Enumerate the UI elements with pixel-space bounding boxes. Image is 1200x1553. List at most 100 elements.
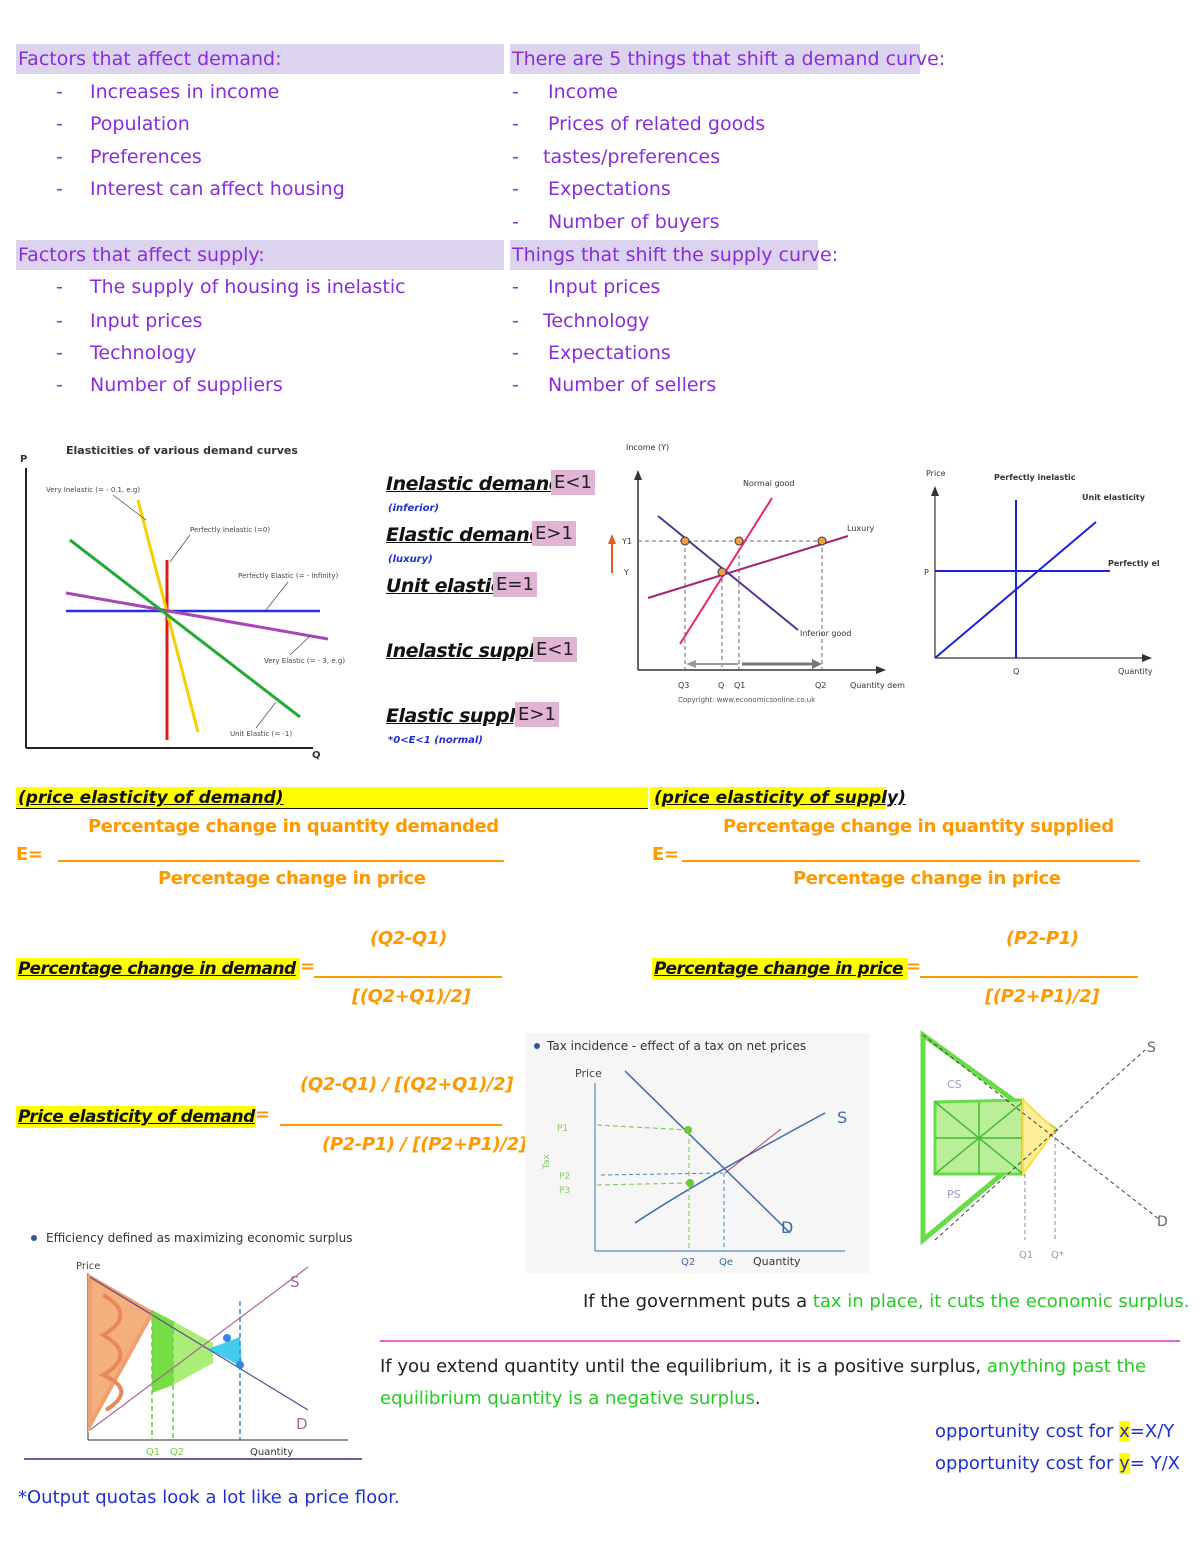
surplus-note-line1: If you extend quantity until the equilib… bbox=[380, 1356, 1147, 1377]
inelastic-demand-value: E<1 bbox=[551, 470, 595, 495]
list-item: Input prices bbox=[90, 310, 203, 332]
perfectly-elastic-label: Perfectly Elastic (= - infinity) bbox=[238, 572, 339, 580]
elastic-demand-term: Elastic demand: bbox=[386, 524, 550, 546]
svg-text:P2: P2 bbox=[559, 1172, 570, 1182]
ped-fraction-bar bbox=[58, 860, 504, 862]
svg-text:Q1: Q1 bbox=[146, 1447, 160, 1458]
unit-elasticity-line bbox=[934, 521, 1097, 659]
output-quota-note: *Output quotas look a lot like a price f… bbox=[18, 1487, 400, 1508]
list-item: tastes/preferences bbox=[543, 146, 721, 168]
quantity-demanded-label: Quantity demanded bbox=[850, 681, 905, 690]
svg-text:Q2: Q2 bbox=[681, 1257, 695, 1268]
pct-demand-denominator: [(Q2+Q1)/2] bbox=[352, 986, 471, 1007]
svg-text:D: D bbox=[781, 1218, 793, 1237]
opportunity-cost-x: opportunity cost for x=X/Y bbox=[935, 1421, 1175, 1442]
svg-text:P1: P1 bbox=[557, 1124, 568, 1134]
svg-text:Q: Q bbox=[1013, 667, 1019, 676]
tax-note: If the government puts a tax in place, i… bbox=[583, 1291, 1190, 1312]
svg-text:Tax: Tax bbox=[542, 1153, 552, 1170]
supply-factors-header: Factors that affect supply: bbox=[16, 240, 504, 270]
svg-text:Quantity: Quantity bbox=[250, 1447, 293, 1458]
list-item: Number of suppliers bbox=[90, 374, 283, 396]
svg-text:D: D bbox=[1157, 1214, 1168, 1230]
svg-text:Y1: Y1 bbox=[621, 537, 632, 546]
list-item: Number of sellers bbox=[548, 374, 717, 396]
ped-numerator: Percentage change in quantity demanded bbox=[88, 816, 499, 837]
svg-text:D: D bbox=[296, 1415, 308, 1433]
svg-text:Q3: Q3 bbox=[678, 681, 689, 690]
pes-label: (price elasticity of supply) bbox=[654, 788, 906, 808]
ped-highlight bbox=[16, 787, 648, 809]
inelastic-supply-value: E<1 bbox=[533, 637, 577, 662]
perfect-elasticity-chart: Price P Q Quantity Perfectly inelastic U… bbox=[924, 469, 1160, 676]
ped-full-term: Price elasticity of demand bbox=[18, 1107, 255, 1127]
pct-demand-term: Percentage change in demand bbox=[18, 959, 296, 979]
list-item: Interest can affect housing bbox=[90, 178, 345, 200]
pes-fraction-bar bbox=[682, 860, 1140, 862]
pct-price-numerator: (P2-P1) bbox=[1006, 928, 1079, 949]
income-chart: Income (Y) Y1 Y Normal good Luxury Infer… bbox=[608, 443, 905, 704]
svg-text:Q2: Q2 bbox=[815, 681, 826, 690]
demand-curve bbox=[624, 1070, 791, 1234]
pct-demand-bar bbox=[314, 976, 502, 978]
income-axis-label: Income (Y) bbox=[626, 443, 669, 452]
svg-text:P: P bbox=[924, 568, 929, 577]
list-item: Number of buyers bbox=[548, 211, 720, 233]
ped-full-denominator: (P2-P1) / [(P2+P1)/2] bbox=[322, 1134, 527, 1155]
ped-full-highlight bbox=[16, 1106, 256, 1128]
list-item: Technology bbox=[543, 310, 650, 332]
list-item: Population bbox=[90, 113, 190, 135]
ped-full-bar bbox=[280, 1124, 502, 1126]
surplus-triangle-sketch: S D CS PS Q1 Q* bbox=[920, 1030, 1168, 1261]
luxury-note: (luxury) bbox=[388, 554, 433, 565]
demand-curve bbox=[922, 1034, 1161, 1221]
list-item: Technology bbox=[90, 342, 197, 364]
divider bbox=[380, 1340, 1180, 1342]
tax-chart-title: Tax incidence - effect of a tax on net p… bbox=[546, 1039, 806, 1053]
svg-text:P3: P3 bbox=[559, 1186, 570, 1196]
ped-full-numerator: (Q2-Q1) / [(Q2+Q1)/2] bbox=[300, 1074, 514, 1095]
ped-label: (price elasticity of demand) bbox=[18, 788, 284, 808]
surplus-note-line2: equilibrium quantity is a negative surpl… bbox=[380, 1388, 761, 1409]
inferior-good-line bbox=[657, 515, 799, 631]
list-item: Income bbox=[548, 81, 618, 103]
very-inelastic-label: Very Inelastic (= - 0.1, e.g) bbox=[46, 486, 140, 494]
normal-good-label: Normal good bbox=[743, 479, 794, 488]
pct-demand-highlight bbox=[16, 958, 300, 980]
pct-price-eq: = bbox=[906, 956, 921, 977]
pct-price-term: Percentage change in price bbox=[654, 959, 904, 979]
pct-price-bar bbox=[920, 976, 1138, 978]
list-item: Input prices bbox=[548, 276, 661, 298]
list-item: Expectations bbox=[548, 178, 671, 200]
supply-shifters-header: Things that shift the supply curve: bbox=[510, 240, 838, 270]
very-elastic-label: Very Elastic (= - 3, e.g) bbox=[264, 657, 345, 665]
ped-full-eq: = bbox=[255, 1104, 270, 1125]
svg-text:Q2: Q2 bbox=[170, 1447, 184, 1458]
list-item: Prices of related goods bbox=[548, 113, 766, 135]
supply-curve bbox=[934, 1049, 1146, 1241]
very-elastic-line bbox=[65, 591, 329, 641]
svg-text:PS: PS bbox=[947, 1188, 961, 1201]
inferior-note: (inferior) bbox=[388, 503, 439, 514]
unit-elastic-term: Unit elastic: bbox=[386, 575, 509, 597]
perfectly-elastic-label: Perfectly elastic bbox=[1108, 559, 1160, 568]
pct-price-denominator: [(P2+P1)/2] bbox=[985, 986, 1100, 1007]
elasticities-chart-title: Elasticities of various demand curves bbox=[66, 444, 298, 457]
pes-denominator: Percentage change in price bbox=[793, 868, 1061, 889]
elastic-demand-value: E>1 bbox=[532, 521, 576, 546]
luxury-line bbox=[647, 535, 849, 599]
elastic-supply-value: E>1 bbox=[515, 702, 559, 727]
svg-text:Price: Price bbox=[926, 469, 946, 478]
demand-curve bbox=[89, 1276, 309, 1411]
q-axis-label: Q bbox=[312, 750, 321, 761]
opportunity-cost-y: opportunity cost for y= Y/X bbox=[935, 1453, 1180, 1474]
unit-elastic-line bbox=[69, 538, 301, 719]
svg-text:Qe: Qe bbox=[719, 1257, 733, 1268]
demand-factors-header: Factors that affect demand: bbox=[16, 44, 504, 74]
efficiency-chart-title: Efficiency defined as maximizing economi… bbox=[46, 1231, 353, 1245]
demand-shifters-header: There are 5 things that shift a demand c… bbox=[510, 44, 945, 74]
pes-lhs: E= bbox=[652, 844, 679, 865]
unit-elastic-label: Unit Elastic (= -1) bbox=[230, 730, 292, 738]
elasticities-chart: Elasticities of various demand curves P … bbox=[20, 444, 345, 761]
elastic-supply-term: Elastic supply: bbox=[386, 705, 535, 727]
